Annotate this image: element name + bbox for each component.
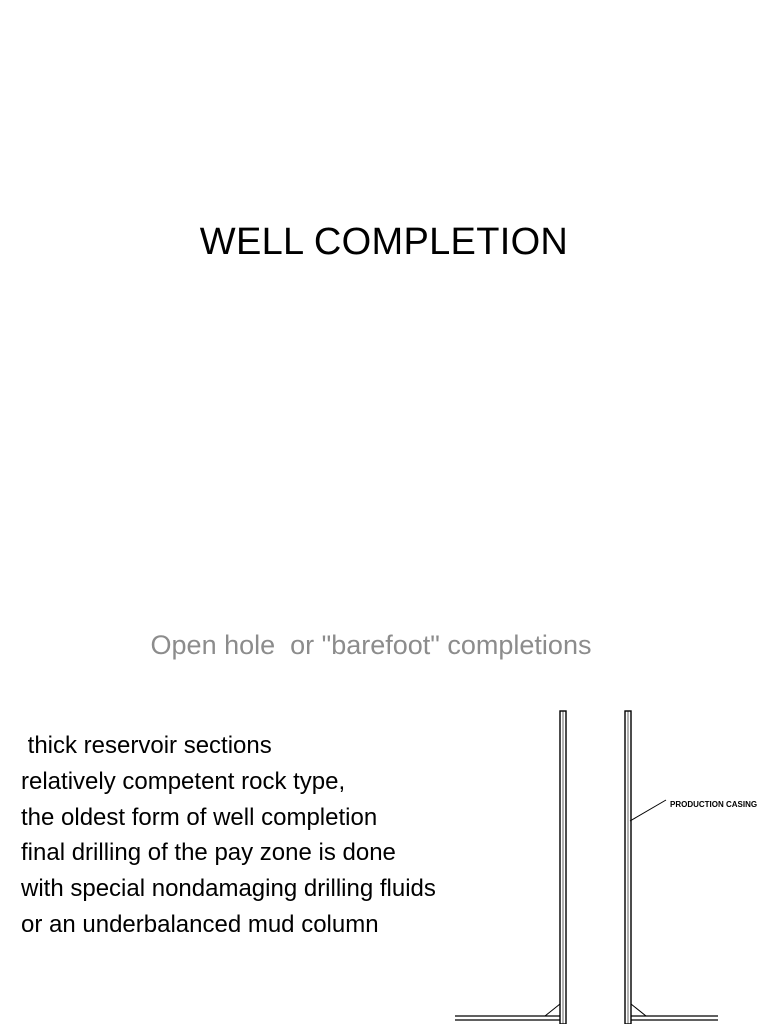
slide-title: WELL COMPLETION: [199, 221, 569, 263]
label-leader-line: [629, 799, 667, 822]
formation-line: [455, 1015, 718, 1021]
slide-subtitle: Open hole or "barefoot" completions: [150, 630, 592, 660]
casing-shoe-left: [543, 1003, 561, 1017]
bullet-item: thick reservoir sections: [21, 732, 272, 759]
bullet-item: or an underbalanced mud column: [21, 910, 379, 938]
well-casing-diagram: PRODUCTION CASING: [455, 710, 757, 1024]
bullet-item: final drilling of the pay zone is done: [21, 839, 396, 867]
bullet-item: with special nondamaging drilling fluids: [21, 875, 436, 903]
casing-shoe-right: [630, 1003, 648, 1017]
bullet-list: thick reservoir sections relatively comp…: [21, 728, 436, 943]
bullet-item: the oldest form of well completion: [21, 803, 378, 831]
bullet-item: relatively competent rock type,: [21, 767, 346, 795]
right-casing-wall: [624, 710, 632, 1024]
left-casing-wall: [559, 710, 567, 1024]
production-casing-label: PRODUCTION CASING: [670, 800, 757, 809]
